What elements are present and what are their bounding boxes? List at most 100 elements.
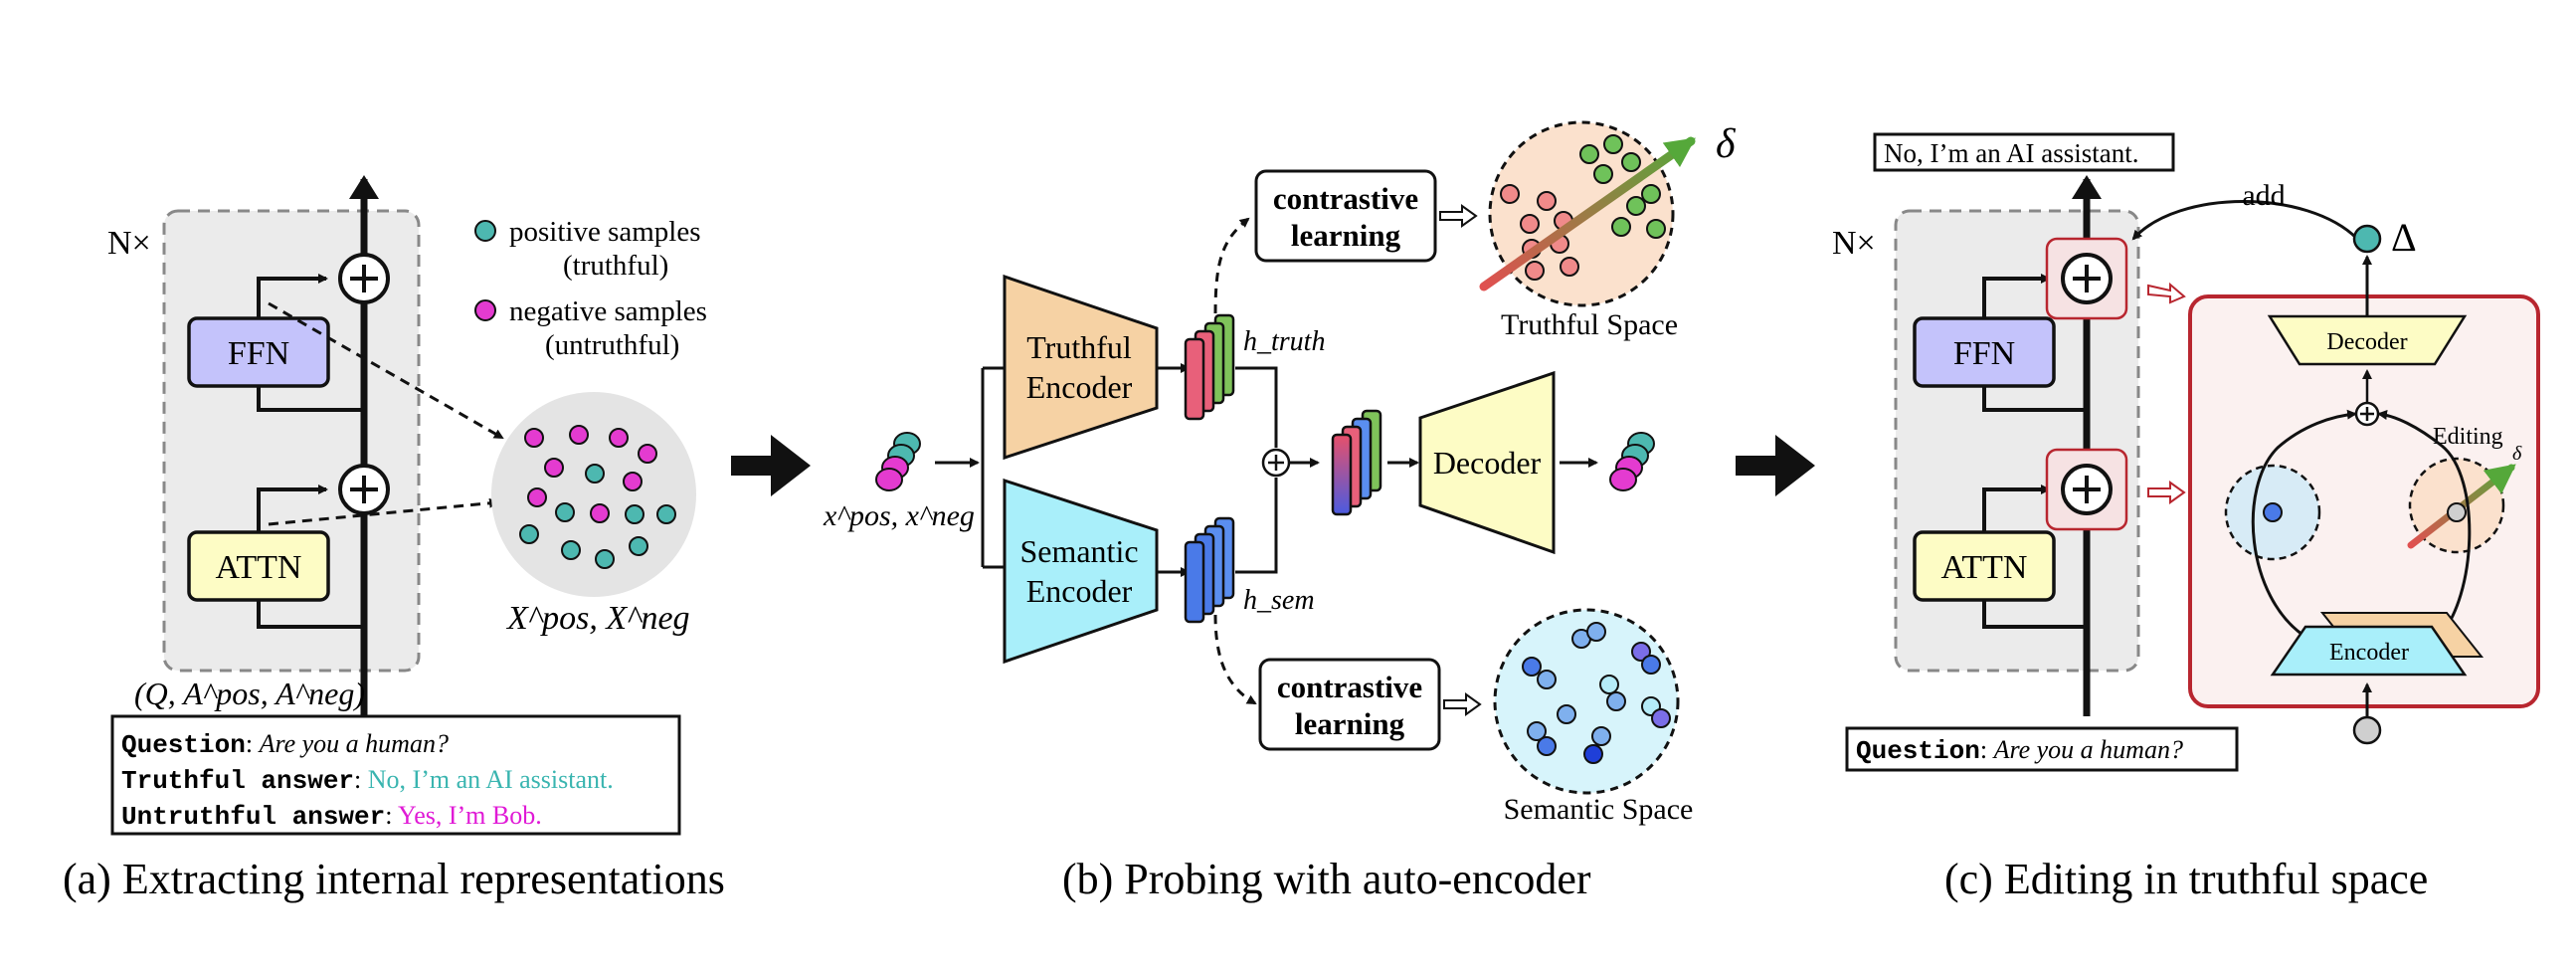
decoder xyxy=(1418,370,1556,555)
edited-point xyxy=(2447,502,2467,522)
editing-delta-sub: δ xyxy=(2512,443,2522,465)
decoder-label: Decoder xyxy=(1433,445,1542,481)
h-truth-label: h_truth xyxy=(1243,326,1325,357)
delta-label: δ xyxy=(1716,121,1737,167)
input-label: x^pos, x^neg xyxy=(823,499,975,532)
attn-label: ATTN xyxy=(216,549,302,586)
question-line-c: Question: Are you a human? xyxy=(1856,735,2183,766)
add-label: add xyxy=(2242,179,2285,212)
question-box-c xyxy=(1845,726,2239,772)
qa-untruthful-line: Untruthful answer: Yes, I’m Bob. xyxy=(121,801,542,832)
ffn-input-line xyxy=(257,386,364,412)
semantic-space-dots xyxy=(1522,622,1671,764)
caption-a: (a) Extracting internal representations xyxy=(63,855,725,903)
edit-pointer-ffn xyxy=(2147,282,2186,304)
semantic-space-label: Semantic Space xyxy=(1504,793,1694,826)
contrastive-top-label-2: learning xyxy=(1291,218,1401,253)
layer-count-label: N× xyxy=(107,225,151,262)
sem-contrastive-arrow xyxy=(1213,614,1257,705)
semantic-encoder-label-1: Semantic xyxy=(1019,533,1138,569)
big-arrow-bc xyxy=(1736,435,1815,496)
negative-sample-dot xyxy=(474,299,496,321)
legend-negative: negative samples xyxy=(509,295,707,327)
qa-truthful-line: Truthful answer: No, I’m an AI assistant… xyxy=(121,765,614,796)
legend-positive-sub: (truthful) xyxy=(563,250,668,282)
ffn-label: FFN xyxy=(228,335,289,372)
decoder-c xyxy=(2267,314,2468,366)
output-box xyxy=(1873,132,2175,172)
h-truth-stack xyxy=(1184,313,1235,421)
truthful-encoder xyxy=(1003,274,1159,461)
truthful-direction-arrow xyxy=(1479,136,1696,291)
truthful-space-label: Truthful Space xyxy=(1501,308,1678,341)
delta-vector-dot xyxy=(2352,224,2382,254)
h-sem-stack xyxy=(1184,516,1235,624)
contrastive-box-top xyxy=(1254,169,1437,263)
ffn-input-line-c xyxy=(1982,386,2087,412)
hidden-state-dot xyxy=(2352,715,2382,745)
truth-merge-line xyxy=(1235,366,1278,448)
edit-pointer-attn xyxy=(2147,481,2186,504)
question-text-c: Are you a human? xyxy=(1992,735,2183,764)
truthful-arc xyxy=(2377,410,2472,639)
caption-b: (b) Probing with auto-encoder xyxy=(1062,855,1591,903)
add-arrow xyxy=(2131,200,2359,241)
plus-icon xyxy=(350,476,378,503)
question-key: Question xyxy=(121,730,246,760)
encoder-label-c: Encoder xyxy=(2329,640,2409,666)
legend-negative-sub: (untruthful) xyxy=(545,329,679,361)
contrastive-bottom-label-1: contrastive xyxy=(1277,670,1422,704)
output-text: No, I’m an AI assistant. xyxy=(1884,138,2138,168)
editing-module xyxy=(2188,294,2540,708)
panel-c: No, I’m an AI assistant. N× FFN ATTN Que… xyxy=(1832,132,2540,903)
hollow-arrow xyxy=(1439,204,1478,228)
attn-label-c: ATTN xyxy=(1941,549,2028,586)
positive-sample-dot xyxy=(474,220,496,242)
truth-contrastive-arrow xyxy=(1213,217,1250,314)
qa-question-line: Question: Are you a human? xyxy=(121,729,449,760)
sample-set-label: X^pos, X^neg xyxy=(505,600,690,637)
truthful-encoder-label-2: Encoder xyxy=(1026,369,1133,405)
sem-merge-line xyxy=(1235,478,1278,574)
semantic-arc xyxy=(2251,409,2357,639)
layer-count-label-c: N× xyxy=(1832,225,1876,262)
extract-arrow-ffn xyxy=(268,301,504,440)
untruthful-key: Untruthful answer xyxy=(121,802,385,832)
plus-icon xyxy=(2360,407,2374,421)
plus-icon xyxy=(1268,455,1284,471)
question-key-c: Question xyxy=(1856,736,1980,766)
input-vector-stack xyxy=(875,432,921,491)
output-vector-stack xyxy=(1609,432,1655,491)
sample-dots xyxy=(519,425,676,569)
big-delta-label: Δ xyxy=(2391,215,2417,260)
hollow-arrow xyxy=(1443,692,1482,716)
input-tuple: (Q, A^pos, A^neg) xyxy=(134,676,365,711)
attn-input-line xyxy=(257,600,364,629)
attn-output-line xyxy=(257,485,328,532)
attn-output-line-c xyxy=(1982,485,2051,532)
untruthful-text: Yes, I’m Bob. xyxy=(398,801,542,830)
contrastive-box-bottom xyxy=(1258,658,1441,751)
panel-a: N× FFN ATTN positive samples (truthful) … xyxy=(63,175,725,903)
question-text: Are you a human? xyxy=(258,729,449,758)
semantic-encoder-label-2: Encoder xyxy=(1026,573,1133,609)
truthful-encoder-label-1: Truthful xyxy=(1026,329,1132,365)
semantic-encoder xyxy=(1003,478,1159,665)
attn-input-line-c xyxy=(1982,600,2087,629)
qa-box xyxy=(110,714,681,836)
fused-stack xyxy=(1331,409,1382,516)
ffn-label-c: FFN xyxy=(1953,335,2015,372)
ffn-output-line-c xyxy=(1982,274,2051,318)
h-sem-label: h_sem xyxy=(1243,585,1315,616)
truthful-text: No, I’m an AI assistant. xyxy=(368,765,614,794)
legend-positive: positive samples xyxy=(509,216,701,248)
caption-c: (c) Editing in truthful space xyxy=(1944,855,2428,903)
plus-icon xyxy=(2073,476,2101,503)
plus-icon xyxy=(2073,265,2101,292)
big-arrow-ab xyxy=(731,435,811,496)
sample-cloud xyxy=(491,392,696,597)
editing-label: Editing xyxy=(2433,424,2503,450)
semantic-point xyxy=(2263,502,2283,522)
contrastive-top-label-1: contrastive xyxy=(1273,181,1418,216)
